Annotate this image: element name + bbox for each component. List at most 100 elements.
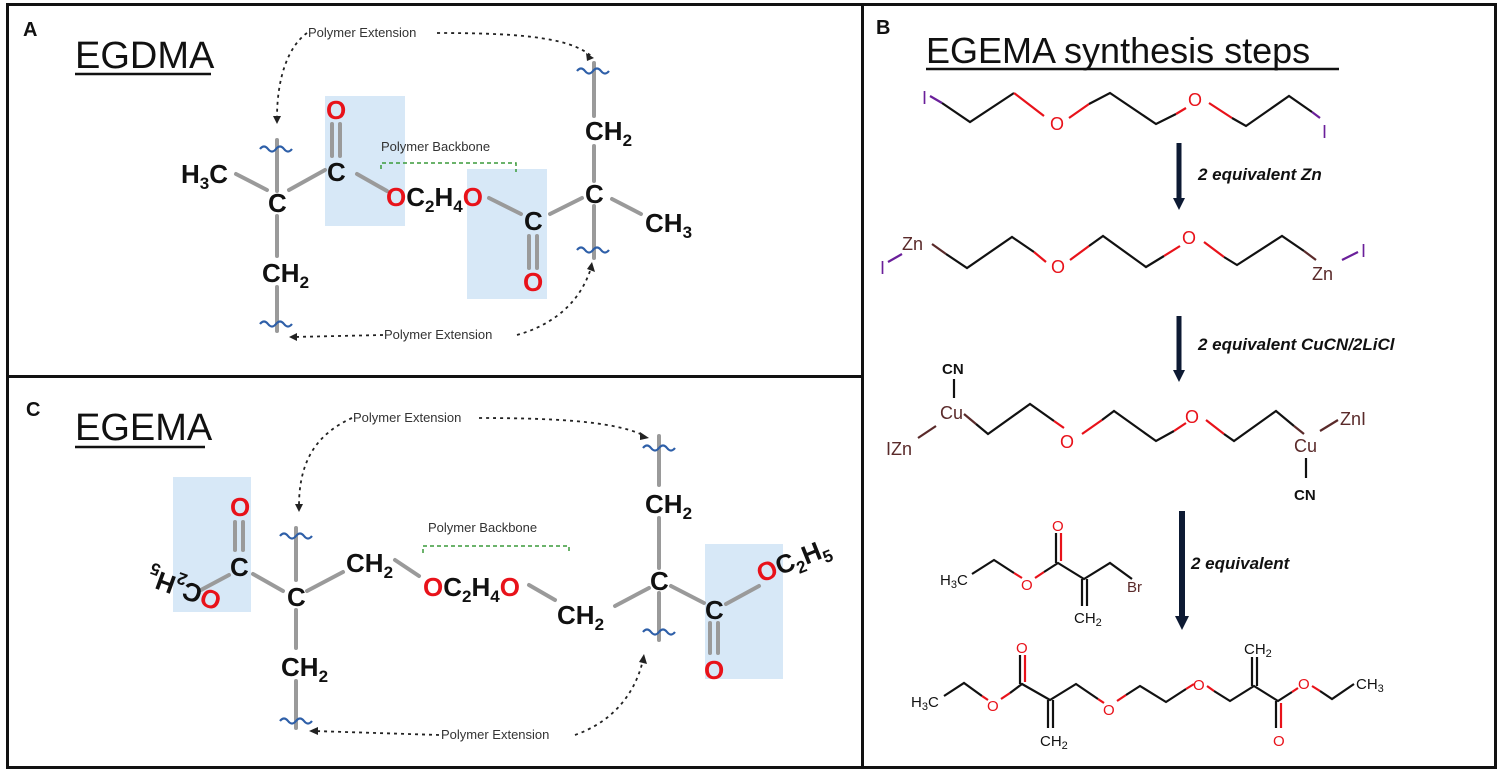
atom-cyanide: CN <box>942 361 964 378</box>
bond <box>724 584 761 606</box>
bond <box>1101 409 1175 443</box>
backbone-bracket <box>422 545 570 554</box>
atom-oxygen: O <box>1016 640 1028 657</box>
arrowhead-icon <box>1175 616 1189 630</box>
synthesis-scheme: B EGEMA synthesis steps I O O I 2 equiva… <box>876 17 1396 752</box>
atom-oxygen: O <box>1182 228 1196 248</box>
bond <box>1009 682 1099 702</box>
molecule-diiodo-ether: I O O I <box>922 88 1327 142</box>
ester-highlight-right <box>467 169 547 299</box>
wavy-bond-icon <box>279 717 313 725</box>
bond <box>1185 683 1195 690</box>
arrowhead-icon <box>1173 198 1185 210</box>
arrowhead-icon <box>1173 370 1185 382</box>
bond <box>1311 685 1321 692</box>
bond <box>945 235 1035 270</box>
atom-iodine: I <box>922 88 927 108</box>
molecule-bis-zinc: I Zn O O Zn I <box>880 228 1366 284</box>
arrowhead-icon <box>639 654 647 664</box>
bond <box>287 168 327 192</box>
atom-oxygen: O <box>1298 676 1310 693</box>
arrowhead-icon <box>289 333 297 341</box>
panel-c-egema: C EGEMA O C OC2H5 C <box>6 375 864 769</box>
arrowhead-icon <box>273 116 281 124</box>
extension-arrow-top-right <box>436 32 592 57</box>
bond <box>1319 683 1355 701</box>
panel-b-title: EGEMA synthesis steps <box>926 30 1310 71</box>
bond <box>1069 245 1090 261</box>
extension-arrow-bottom-right <box>574 659 644 736</box>
atom-ch2: CH2 <box>1040 733 1068 752</box>
bond <box>669 584 706 605</box>
bond <box>305 570 345 593</box>
atom-ch2-left: CH2 <box>262 258 309 292</box>
atom-ch2-right: CH2 <box>585 116 632 150</box>
bond <box>487 196 523 216</box>
wavy-bond-icon <box>259 145 293 153</box>
atom-izn: IZn <box>886 439 912 459</box>
atom-c-quaternary-right: C <box>585 179 604 209</box>
arrowhead-icon <box>295 504 303 512</box>
bond <box>1081 419 1103 435</box>
atom-o-carbonyl-right: O <box>523 267 543 297</box>
extension-arrow-bottom-left <box>313 730 440 736</box>
bond <box>1203 241 1225 258</box>
bond <box>613 586 651 608</box>
wavy-bond-icon <box>259 320 293 328</box>
bond <box>1291 687 1299 693</box>
atom-c-quaternary-left: C <box>287 582 306 612</box>
atom-oc2h5-right-rotated: OC2H5 <box>752 536 836 589</box>
panel-c-letter: C <box>26 399 40 421</box>
wavy-bond-icon <box>642 628 676 636</box>
bond <box>234 172 269 192</box>
arrowhead-icon <box>309 727 318 735</box>
atom-ch2: CH2 <box>1074 610 1102 629</box>
extension-arrow-top-right <box>478 417 646 437</box>
atom-zinc: Zn <box>902 234 923 254</box>
extension-arrow-top-left <box>276 32 308 119</box>
atom-c-carbonyl-right: C <box>705 595 724 625</box>
atom-oxygen: O <box>1050 114 1064 134</box>
atom-oc2h5-left-rotated: OC2H5 <box>143 558 227 616</box>
bond <box>1231 94 1313 128</box>
bond <box>1088 234 1165 269</box>
atom-h3c: H3C <box>181 159 228 193</box>
atom-oxygen: O <box>1103 702 1115 719</box>
bond <box>1125 684 1187 704</box>
bond <box>1208 102 1233 119</box>
bond <box>887 253 903 263</box>
atom-ch3: CH3 <box>1356 676 1384 695</box>
atom-oxygen: O <box>1188 90 1202 110</box>
panel-b-letter: B <box>876 17 890 39</box>
atom-oxygen: O <box>1052 518 1064 535</box>
panel-a-title: EGDMA <box>75 35 215 77</box>
label-polymer-extension-bottom: Polymer Extension <box>384 327 492 342</box>
atom-oxygen: O <box>1185 407 1199 427</box>
atom-c-quaternary-left: C <box>268 188 287 218</box>
svg-text:OC2H5: OC2H5 <box>143 558 227 616</box>
bond <box>1293 425 1305 435</box>
bond <box>1311 111 1321 119</box>
atom-copper: Cu <box>940 403 963 423</box>
bond <box>197 573 231 593</box>
atom-oxygen: O <box>1021 577 1033 594</box>
bond <box>527 583 557 602</box>
bond <box>1034 571 1045 579</box>
atom-h3c: H3C <box>940 572 968 591</box>
molecule-cuprate: CN Cu IZn O O Cu ZnI CN <box>886 361 1366 504</box>
bond <box>1213 684 1293 703</box>
panel-a-letter: A <box>23 19 37 41</box>
atom-copper: Cu <box>1294 436 1317 456</box>
bond <box>1341 251 1359 261</box>
atom-zinc: Zn <box>1312 264 1333 284</box>
atom-o-carbonyl-left: O <box>230 492 250 522</box>
bond <box>1173 422 1187 432</box>
atom-bromine: Br <box>1127 579 1142 596</box>
bond <box>929 95 943 104</box>
bond <box>1013 92 1045 117</box>
atom-oxygen: O <box>1051 257 1065 277</box>
bond <box>1033 251 1047 263</box>
atom-ch2-bridge: CH2 <box>557 600 604 634</box>
extension-arrow-bottom-right <box>516 267 592 336</box>
atom-ch2-right: CH2 <box>645 489 692 523</box>
